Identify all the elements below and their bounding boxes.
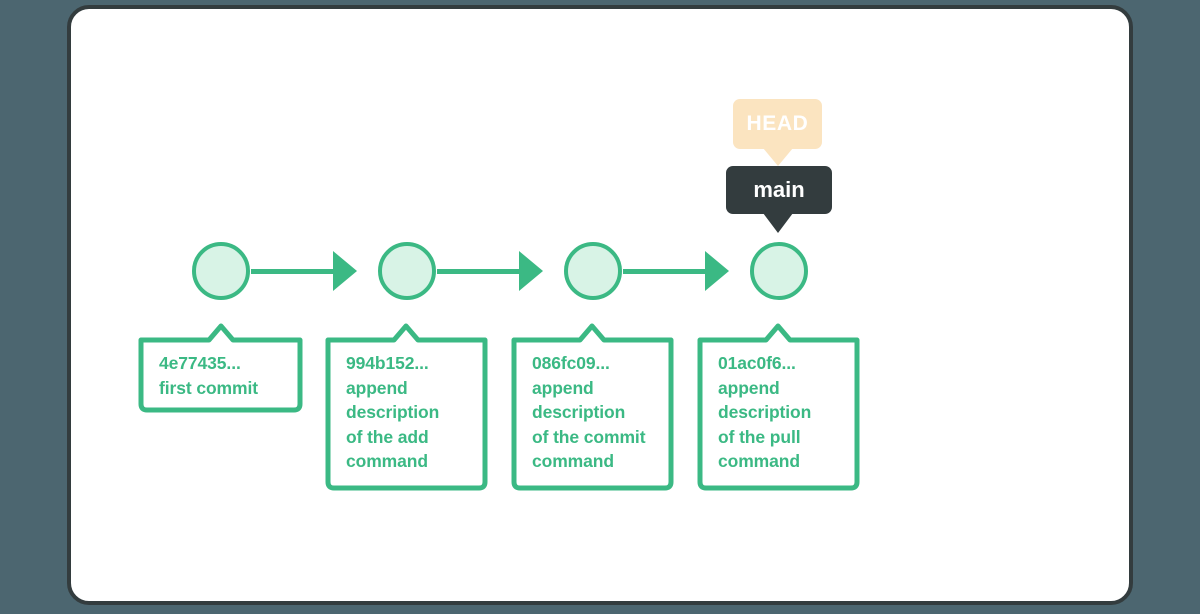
commit-callout-3[interactable]: 086fc09... append description of the com… (511, 323, 674, 491)
commit-edge-3 (623, 269, 709, 274)
commit-callout-outline-3 (511, 323, 674, 491)
commit-callout-text-2: 994b152... append description of the add… (346, 353, 440, 472)
head-badge-label: HEAD (746, 112, 809, 135)
commit-callout-outline-1 (138, 323, 303, 413)
commit-callout-text-4: 01ac0f6... append description of the pul… (718, 353, 812, 472)
commit-edge-1 (251, 269, 337, 274)
commit-node-4[interactable] (750, 242, 808, 300)
commit-callout-2[interactable]: 994b152... append description of the add… (325, 323, 488, 491)
head-badge-pointer-icon (763, 148, 793, 166)
branch-badge-pointer-icon (763, 213, 793, 233)
commit-callout-4[interactable]: 01ac0f6... append description of the pul… (697, 323, 860, 491)
commit-edge-arrow-2 (519, 251, 543, 291)
commit-node-2[interactable] (378, 242, 436, 300)
commit-callout-text-1: 4e77435... first commit (159, 353, 258, 398)
commit-edge-2 (437, 269, 523, 274)
commit-callout-1[interactable]: 4e77435... first commit (138, 323, 303, 413)
commit-edge-arrow-3 (705, 251, 729, 291)
commit-callout-outline-2 (325, 323, 488, 491)
commit-node-3[interactable] (564, 242, 622, 300)
commit-callout-outline-4 (697, 323, 860, 491)
window-frame (67, 5, 1133, 605)
commit-edge-arrow-1 (333, 251, 357, 291)
head-badge[interactable]: HEAD (733, 99, 822, 149)
branch-badge-label: main (753, 177, 805, 202)
branch-badge-main[interactable]: main (726, 166, 832, 214)
commit-node-1[interactable] (192, 242, 250, 300)
commit-callout-text-3: 086fc09... append description of the com… (532, 353, 646, 472)
